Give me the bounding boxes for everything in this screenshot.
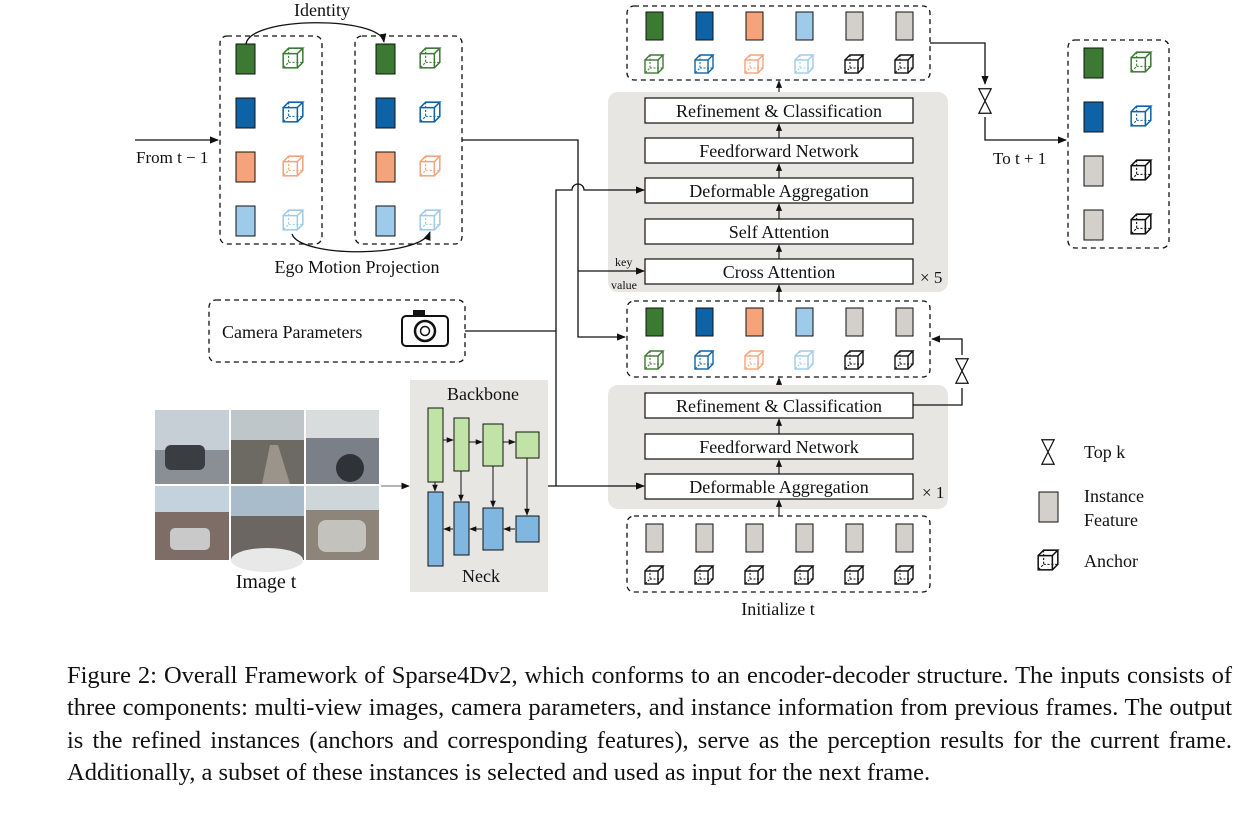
neck-label: Neck — [462, 566, 500, 586]
backbone-label: Backbone — [447, 384, 519, 404]
legend-topk-label: Top k — [1084, 442, 1125, 462]
ego-motion-label: Ego Motion Projection — [275, 257, 440, 277]
top-repeat-label: × 5 — [920, 268, 942, 287]
top-layer-ffn: Feedforward Network — [699, 141, 858, 161]
to-next-label: To t + 1 — [993, 149, 1046, 168]
top-layer-refinement: Refinement & Classification — [676, 101, 882, 121]
camera-parameters-label: Camera Parameters — [222, 322, 362, 342]
initialize-instances-row — [626, 515, 931, 593]
bottom-layer-deformable: Deformable Aggregation — [689, 477, 868, 497]
key-label: key — [615, 255, 632, 269]
from-prev-label: From t − 1 — [136, 148, 208, 167]
next-frame-instances-group — [1067, 39, 1170, 249]
backbone-neck-panel — [410, 380, 548, 592]
bottom-layer-refinement: Refinement & Classification — [676, 396, 882, 416]
top-decoder-panel — [608, 92, 948, 292]
projected-instances-group — [354, 35, 463, 245]
camera-parameters-box: Camera Parameters — [208, 299, 466, 363]
top-layer-deformable: Deformable Aggregation — [689, 181, 868, 201]
output-instances-row — [626, 5, 931, 81]
bottom-repeat-label: × 1 — [922, 483, 944, 502]
prev-instances-group — [219, 35, 323, 245]
top-layer-cross-attention: Cross Attention — [723, 262, 836, 282]
figure-caption: Figure 2: Overall Framework of Sparse4Dv… — [67, 662, 1232, 787]
instance-feature-legend-icon — [1038, 491, 1059, 523]
image-label: Image t — [236, 571, 297, 593]
legend-anchor-label: Anchor — [1084, 551, 1138, 571]
topk-legend-icon — [1041, 439, 1055, 465]
merged-instances-row — [626, 300, 931, 378]
value-label: value — [611, 278, 637, 292]
camera-icon — [401, 310, 449, 347]
legend-instance-label-1: Instance — [1084, 486, 1144, 506]
legend-instance-label-2: Feature — [1084, 510, 1138, 530]
top-layer-self-attention: Self Attention — [729, 222, 830, 242]
multi-view-images — [155, 410, 379, 572]
framework-diagram: Identity Ego Motion Projection From t − … — [135, 0, 1170, 619]
anchor-legend-icon — [1037, 549, 1059, 571]
bottom-decoder-panel — [608, 385, 948, 509]
initialize-label: Initialize t — [741, 599, 814, 619]
bottom-layer-ffn: Feedforward Network — [699, 437, 858, 457]
identity-label: Identity — [294, 0, 350, 20]
legend: Top k Instance Feature Anchor — [1037, 439, 1144, 571]
